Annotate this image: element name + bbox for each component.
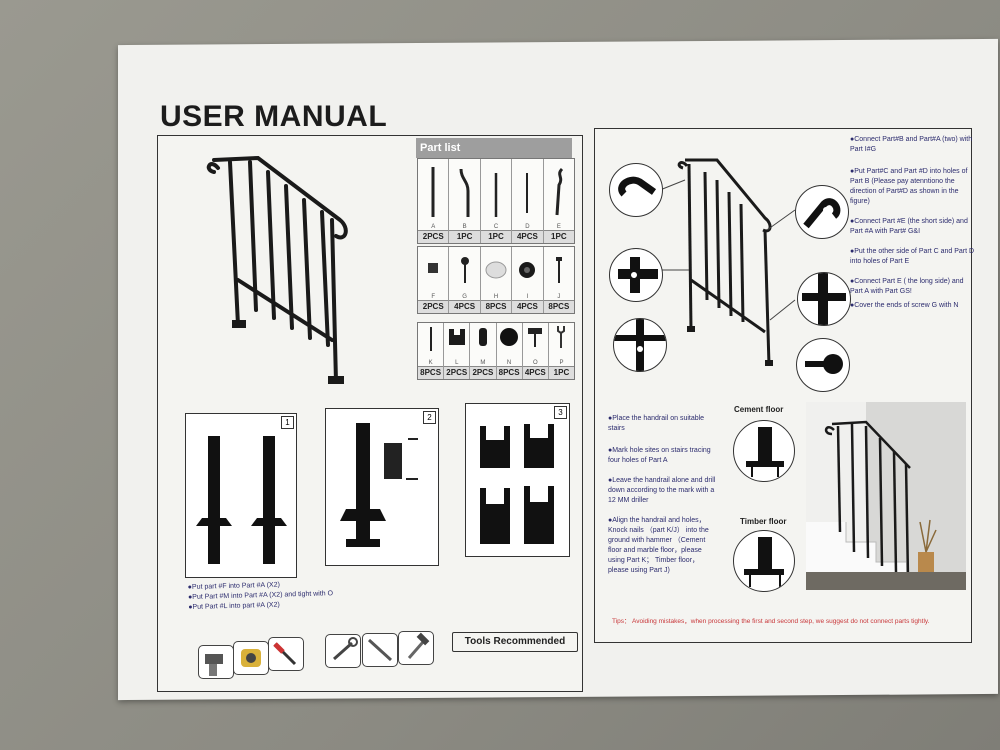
part-row-2: F 2PCS G 4PCS H 8PCS I 4PCS J 8PCS	[417, 246, 575, 314]
part-E: E 1PC	[543, 159, 575, 243]
install-instructions: ●Place the handrail on suitable stairs ●…	[608, 415, 716, 574]
detail-circle-3	[613, 318, 667, 372]
part-A: A 2PCS	[418, 159, 450, 243]
base-plate-icon	[448, 329, 465, 345]
part-D: D 4PCS	[512, 159, 544, 243]
short-post-icon	[494, 173, 498, 217]
part-O: O 4PCS	[522, 323, 549, 379]
step-2-box: 2	[325, 408, 439, 566]
chisel-icon	[367, 638, 393, 662]
anchor-icon	[429, 327, 432, 351]
hammer-tool	[398, 631, 434, 665]
railing-diagram	[206, 155, 348, 384]
part-N: N 8PCS	[496, 323, 523, 379]
wrench-icon	[557, 326, 566, 348]
right-instructions: ●Connect Part#B and Part#A (two) with Pa…	[850, 136, 975, 309]
detail-circle-6	[796, 338, 850, 392]
installed-railing-photo	[806, 402, 966, 590]
part-row-1: A 2PCS B 1PC C 1PC D 4PCS E 1PC	[417, 158, 575, 244]
part-list-heading: Part list	[416, 138, 572, 158]
part-H: H 8PCS	[480, 247, 513, 313]
part-row-3: K 8PCS L 2PCS M 2PCS N 8PCS O 4PCS P 1PC	[417, 322, 575, 380]
nut-icon	[519, 262, 536, 278]
detail-circle-4	[795, 185, 849, 239]
tape-measure-icon	[241, 649, 261, 667]
part-K: K 8PCS	[418, 323, 445, 379]
tools-recommended-label: Tools Recommended	[452, 632, 578, 652]
screw-icon	[460, 257, 469, 283]
part-P: P 1PC	[548, 323, 575, 379]
part-M: M 2PCS	[470, 323, 497, 379]
assembly-diagram	[659, 158, 796, 366]
step-number: 3	[554, 406, 567, 419]
wrench-tool	[325, 634, 361, 668]
nail-icon	[555, 257, 562, 283]
cement-floor-label: Cement floor	[734, 405, 784, 414]
washer-icon	[485, 261, 507, 279]
screwdriver-icon	[273, 642, 297, 666]
step-number: 1	[281, 416, 294, 429]
bent-post-icon	[459, 168, 470, 217]
part-J: J 8PCS	[543, 247, 575, 313]
detail-circle-5	[797, 272, 851, 326]
step-2-drawing	[340, 423, 418, 547]
plug-icon	[478, 328, 487, 346]
step-3-box: 3	[465, 403, 570, 557]
part-C: C 1PC	[480, 159, 513, 243]
step-1-box: 1	[185, 413, 297, 578]
chisel-tool	[362, 633, 398, 667]
hammer-icon	[407, 632, 430, 659]
part-B: B 1PC	[449, 159, 481, 243]
bracket-icon	[428, 263, 439, 273]
screwdriver-tool	[268, 637, 304, 671]
part-F: F 2PCS	[418, 247, 450, 313]
step-number: 2	[423, 411, 436, 424]
timber-floor-diagram	[733, 530, 795, 592]
cap-icon	[500, 328, 519, 346]
page-title: USER MANUAL	[160, 100, 388, 133]
part-I: I 4PCS	[512, 247, 544, 313]
left-instructions: ●Put part #F into Part #A (X2) ●Put Part…	[187, 581, 334, 612]
drill-tool	[198, 645, 234, 679]
step-3-drawing	[480, 424, 554, 544]
detail-circle-1	[609, 163, 663, 217]
bolt-icon	[528, 328, 543, 347]
part-G: G 4PCS	[449, 247, 481, 313]
tape-measure-tool	[233, 641, 269, 675]
part-L: L 2PCS	[444, 323, 471, 379]
baluster-icon	[526, 173, 529, 213]
tips-note: Tips： Avoiding mistakes，when processing …	[612, 618, 930, 625]
cement-floor-diagram	[733, 420, 795, 482]
step-1-drawing	[196, 436, 287, 564]
wrench-icon	[333, 637, 358, 661]
timber-floor-label: Timber floor	[740, 517, 787, 526]
curved-rail-icon	[555, 167, 563, 216]
detail-circle-2	[609, 248, 663, 302]
drill-icon	[205, 654, 223, 676]
long-post-icon	[431, 167, 435, 217]
